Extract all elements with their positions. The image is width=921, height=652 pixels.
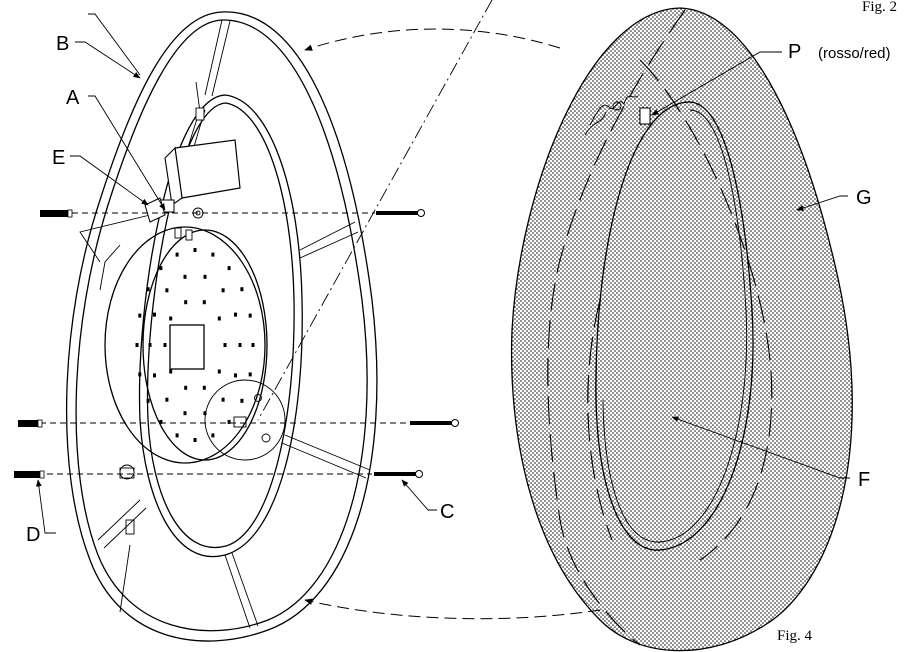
driver-box [164,81,241,206]
label-e: E [52,147,65,169]
led-chip [183,274,187,279]
led-chip [159,266,163,271]
figure-caption-bottom: Fig. 4 [777,628,813,644]
detail-circle [204,379,286,461]
led-chip [153,312,156,317]
standoff-d-mid [18,420,40,427]
led-chip [169,369,173,374]
led-chip [217,316,221,321]
led-chip [146,287,150,292]
led-chip [248,372,252,377]
led-chip [221,397,225,402]
led-chip [193,438,197,442]
label-g: G [856,187,872,209]
diffuser-shell-g [510,7,853,652]
led-chip [148,343,152,347]
screw-c-mid [410,421,452,425]
led-chip [163,343,167,347]
led-chip [234,373,237,378]
assembly-arrow-top [304,28,561,51]
led-chip [211,433,215,438]
led-chip [223,343,227,347]
label-d: D [26,524,40,546]
label-p: P [788,41,801,63]
screw-c-bottom [374,472,416,476]
led-chip [240,398,244,403]
frame-b [65,11,378,642]
led-chip [248,313,252,318]
led-chip [175,433,179,438]
led-chip [165,288,169,293]
led-chip [203,274,207,279]
red-marker-p [639,107,651,125]
led-chip [203,411,207,416]
led-chip [184,385,188,390]
label-f: F [858,469,870,491]
led-chip [193,248,197,252]
led-chip [135,343,139,347]
led-chip [202,385,206,390]
standoff-d-bottom [14,471,40,478]
label-a: A [66,87,80,109]
screw-set [14,209,459,479]
led-chip [234,312,237,317]
led-chip [138,313,142,318]
led-chip [153,373,156,378]
led-chip [240,287,244,292]
label-p-note: (rosso/red) [818,45,891,62]
connector-a [159,199,193,241]
led-chip [184,300,188,305]
led-chip [169,316,173,321]
led-board [104,226,268,464]
led-chip [202,300,206,305]
led-chip [138,372,142,377]
led-chip [165,397,169,402]
assembly-arrow-bottom [304,598,601,620]
led-chip [227,419,231,424]
led-chip [251,343,255,347]
figure-caption-top: Fig. 2 [862,0,897,15]
screw-c-top [376,211,418,215]
led-chip [211,252,215,257]
assembly-axis [257,0,493,421]
label-c: C [440,501,454,523]
led-chip [146,398,150,403]
led-chip [227,266,231,271]
led-chip [183,411,187,416]
led-chip [238,343,242,347]
led-chip [217,369,221,374]
led-chip [175,252,179,257]
standoff-d-top [40,210,70,217]
led-chip [221,288,225,293]
label-b: B [56,33,69,55]
led-chip [159,419,163,424]
